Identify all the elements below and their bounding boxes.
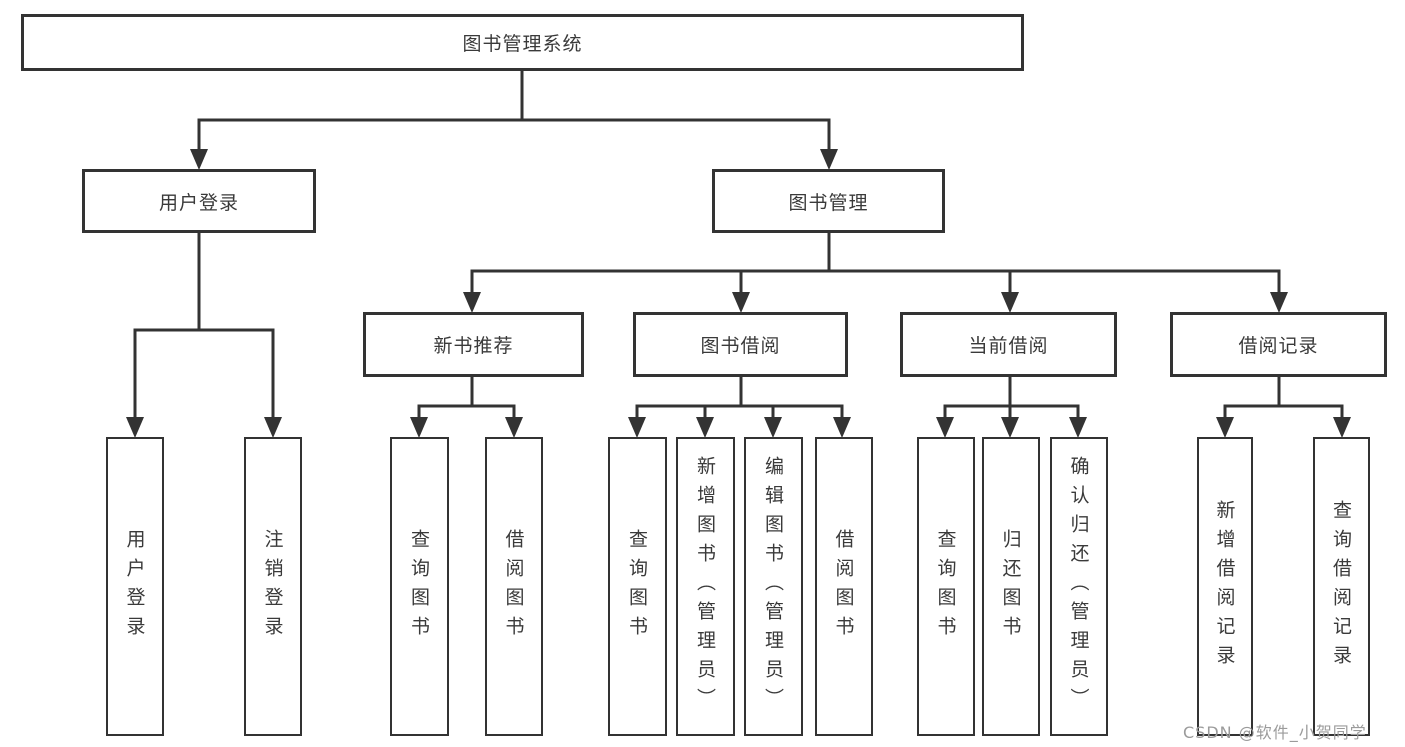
arrow-down-icon — [936, 417, 954, 438]
leaf-add-borrow-record: 新增借阅记录 — [1197, 437, 1253, 736]
leaf-confirm-return-admin: 确认归还（管理员） — [1050, 437, 1108, 736]
leaf-borrow-books-recommend: 借阅图书 — [485, 437, 543, 736]
arrow-down-icon — [1270, 292, 1288, 313]
leaf-query-books-current: 查询图书 — [917, 437, 975, 736]
leaf-query-books-borrow: 查询图书 — [608, 437, 667, 736]
node-user-login: 用户登录 — [82, 169, 316, 233]
node-borrow-records: 借阅记录 — [1170, 312, 1387, 377]
arrow-down-icon — [732, 292, 750, 313]
arrow-down-icon — [1001, 417, 1019, 438]
node-book-borrow: 图书借阅 — [633, 312, 848, 377]
arrow-down-icon — [1216, 417, 1234, 438]
arrow-down-icon — [820, 149, 838, 170]
arrow-down-icon — [764, 417, 782, 438]
leaf-edit-books-admin: 编辑图书（管理员） — [744, 437, 803, 736]
leaf-logout-login: 注销登录 — [244, 437, 302, 736]
node-library-management-system: 图书管理系统 — [21, 14, 1024, 71]
arrow-down-icon — [410, 417, 428, 438]
arrow-down-icon — [696, 417, 714, 438]
node-book-management: 图书管理 — [712, 169, 945, 233]
leaf-query-borrow-record: 查询借阅记录 — [1313, 437, 1370, 736]
node-new-book-recommend: 新书推荐 — [363, 312, 584, 377]
leaf-add-books-admin: 新增图书（管理员） — [676, 437, 735, 736]
arrow-down-icon — [463, 292, 481, 313]
arrow-down-icon — [126, 417, 144, 438]
arrow-down-icon — [1001, 292, 1019, 313]
csdn-watermark: CSDN @软件_小贺同学 — [1183, 723, 1367, 742]
arrow-down-icon — [628, 417, 646, 438]
leaf-return-books: 归还图书 — [982, 437, 1040, 736]
arrow-down-icon — [264, 417, 282, 438]
leaf-user-login: 用户登录 — [106, 437, 164, 736]
arrow-down-icon — [833, 417, 851, 438]
arrow-down-icon — [190, 149, 208, 170]
leaf-query-books-recommend: 查询图书 — [390, 437, 449, 736]
leaf-borrow-books: 借阅图书 — [815, 437, 873, 736]
arrow-down-icon — [1069, 417, 1087, 438]
arrow-down-icon — [1333, 417, 1351, 438]
arrow-down-icon — [505, 417, 523, 438]
node-current-borrow: 当前借阅 — [900, 312, 1117, 377]
